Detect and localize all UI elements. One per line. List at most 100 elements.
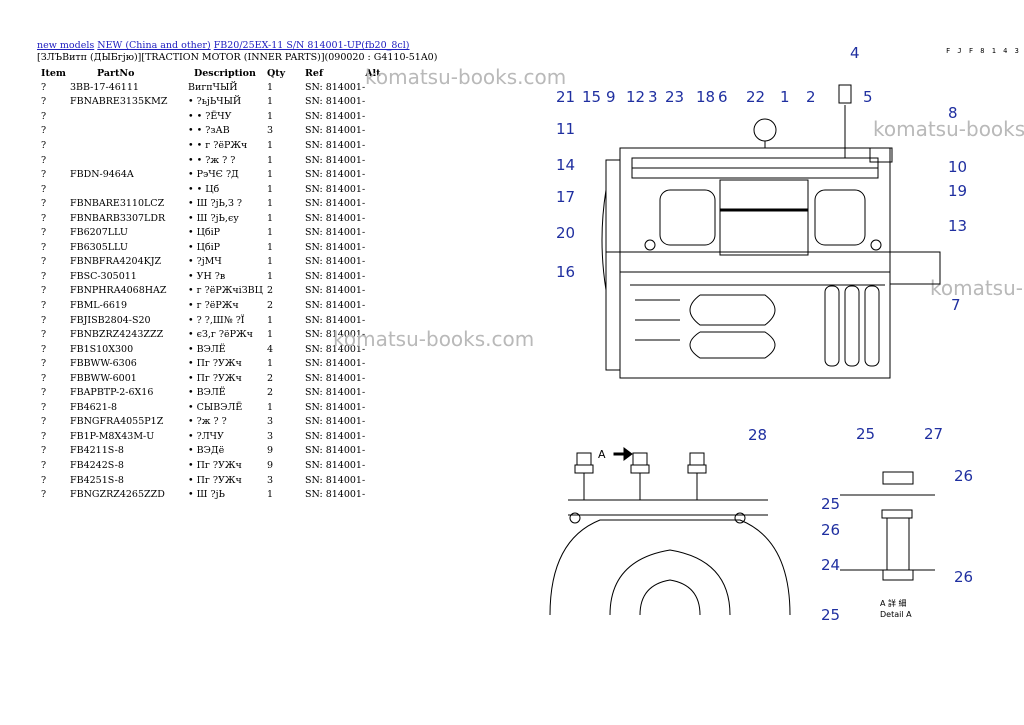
cell-item: ? bbox=[41, 256, 47, 268]
cell-alt bbox=[365, 182, 385, 197]
cell-qty: 9 bbox=[267, 445, 274, 457]
cell-ref: SN: 814001- bbox=[305, 285, 366, 297]
cell-partno: FBNBARE3110LCZ bbox=[70, 198, 165, 210]
cell-item: ? bbox=[41, 358, 47, 370]
cell-alt bbox=[365, 356, 385, 371]
cell-partno: FBNGFRA4055P1Z bbox=[70, 416, 164, 428]
watermark-text: komatsu-books.com bbox=[365, 65, 567, 89]
cell-qty: 1 bbox=[267, 212, 274, 224]
cell-partno: FBBWW-6001 bbox=[70, 372, 137, 384]
cell-partno bbox=[70, 109, 188, 124]
cell-qty: 1 bbox=[267, 314, 274, 326]
cell-ref: SN: 814001- bbox=[305, 241, 366, 253]
cell-ref: SN: 814001- bbox=[305, 459, 366, 471]
cell-description: • Пг ?УЖч bbox=[188, 372, 242, 384]
cell-partno bbox=[70, 124, 188, 139]
cell-ref: SN: 814001- bbox=[305, 387, 366, 399]
cell-qty: 3 bbox=[267, 430, 274, 442]
bolt bbox=[687, 452, 707, 500]
cell-item: ? bbox=[41, 329, 47, 341]
table-row: ? FBBWW-6001 • Пг ?УЖч 2 SN: 814001- bbox=[37, 371, 385, 386]
cell-alt bbox=[365, 255, 385, 270]
cell-alt bbox=[365, 313, 385, 328]
cell-partno: FB4211S-8 bbox=[70, 445, 124, 457]
cell-qty: 1 bbox=[267, 154, 274, 166]
cell-qty: 2 bbox=[267, 372, 274, 384]
callout-label: 26 bbox=[954, 467, 973, 485]
cell-alt bbox=[365, 487, 385, 502]
callout-label: 23 bbox=[665, 88, 684, 106]
cell-alt bbox=[365, 109, 385, 124]
cell-qty: 1 bbox=[267, 241, 274, 253]
cell-item: ? bbox=[41, 445, 47, 457]
watermark-text: komatsu-books.com bbox=[873, 117, 1024, 141]
breadcrumb-link-model[interactable]: FB20/25EX-11 S/N 814001-UP(fb20_8cl) bbox=[213, 40, 410, 51]
cell-ref: SN: 814001- bbox=[305, 299, 366, 311]
cell-item: ? bbox=[41, 212, 47, 224]
callout-label: 19 bbox=[948, 182, 967, 200]
cell-description: • г ?ёРЖчіЗВЦ bbox=[188, 285, 263, 297]
cell-qty: 1 bbox=[267, 183, 274, 195]
cell-ref: SN: 814001- bbox=[305, 372, 366, 384]
cell-description: • Ш ?jЬ,єу bbox=[188, 212, 239, 224]
cell-qty: 9 bbox=[267, 459, 274, 471]
cell-alt bbox=[365, 473, 385, 488]
cell-qty: 2 bbox=[267, 387, 274, 399]
cell-description: ВигпЧЫЙ bbox=[188, 81, 238, 93]
cell-partno: FBSC-305011 bbox=[70, 270, 137, 282]
cell-alt bbox=[365, 196, 385, 211]
callout-label: 27 bbox=[924, 425, 943, 443]
cell-qty: 1 bbox=[267, 227, 274, 239]
cell-description: • РэЧЄ ?Д bbox=[188, 169, 239, 181]
cell-item: ? bbox=[41, 430, 47, 442]
cell-item: ? bbox=[41, 125, 47, 137]
breadcrumb-link-new-models[interactable]: new models bbox=[37, 40, 95, 51]
header-alt: Alt bbox=[365, 67, 381, 79]
cell-description: • Ш ?jЬ bbox=[188, 489, 225, 501]
cell-ref: SN: 814001- bbox=[305, 183, 366, 195]
cell-qty: 4 bbox=[267, 343, 274, 355]
cell-description: • єЗ,г ?ёРЖч bbox=[188, 329, 253, 341]
breadcrumb-link-china[interactable]: NEW (China and other) bbox=[97, 40, 211, 51]
cell-partno: FBNPHRA4068HAZ bbox=[70, 285, 167, 297]
cell-ref: SN: 814001- bbox=[305, 270, 366, 282]
callout-label: 8 bbox=[948, 104, 958, 122]
bolts-view bbox=[549, 447, 791, 616]
callout-label: 14 bbox=[556, 156, 575, 174]
cell-item: ? bbox=[41, 372, 47, 384]
cell-qty: 1 bbox=[267, 96, 274, 108]
cell-description: • СЫВЭЛЁ bbox=[188, 401, 243, 413]
cell-description: • Ш ?jЬ,З ? bbox=[188, 198, 242, 210]
cell-description: • • ?ж ? ? bbox=[188, 154, 236, 166]
header-qty: Qty bbox=[267, 67, 286, 79]
cell-ref: SN: 814001- bbox=[305, 329, 366, 341]
cell-partno: FB4242S-8 bbox=[70, 459, 124, 471]
callout-label: 10 bbox=[948, 158, 967, 176]
cell-ref: SN: 814001- bbox=[305, 401, 366, 413]
cell-partno: FBAPBTP-2-6X16 bbox=[70, 387, 154, 399]
cell-alt bbox=[365, 269, 385, 284]
callout-label: 24 bbox=[821, 556, 840, 574]
cell-ref: SN: 814001- bbox=[305, 227, 366, 239]
header-ref: Ref bbox=[305, 67, 324, 79]
cell-partno: 3BB-17-46111 bbox=[70, 81, 139, 93]
cell-description: • • ?ЁЧУ bbox=[188, 110, 232, 122]
cell-alt bbox=[365, 444, 385, 459]
cell-alt bbox=[365, 211, 385, 226]
cell-qty: 1 bbox=[267, 169, 274, 181]
cell-ref: SN: 814001- bbox=[305, 154, 366, 166]
callout-label: 4 bbox=[850, 44, 860, 62]
cell-partno: FBML-6619 bbox=[70, 299, 127, 311]
callout-label: 22 bbox=[746, 88, 765, 106]
